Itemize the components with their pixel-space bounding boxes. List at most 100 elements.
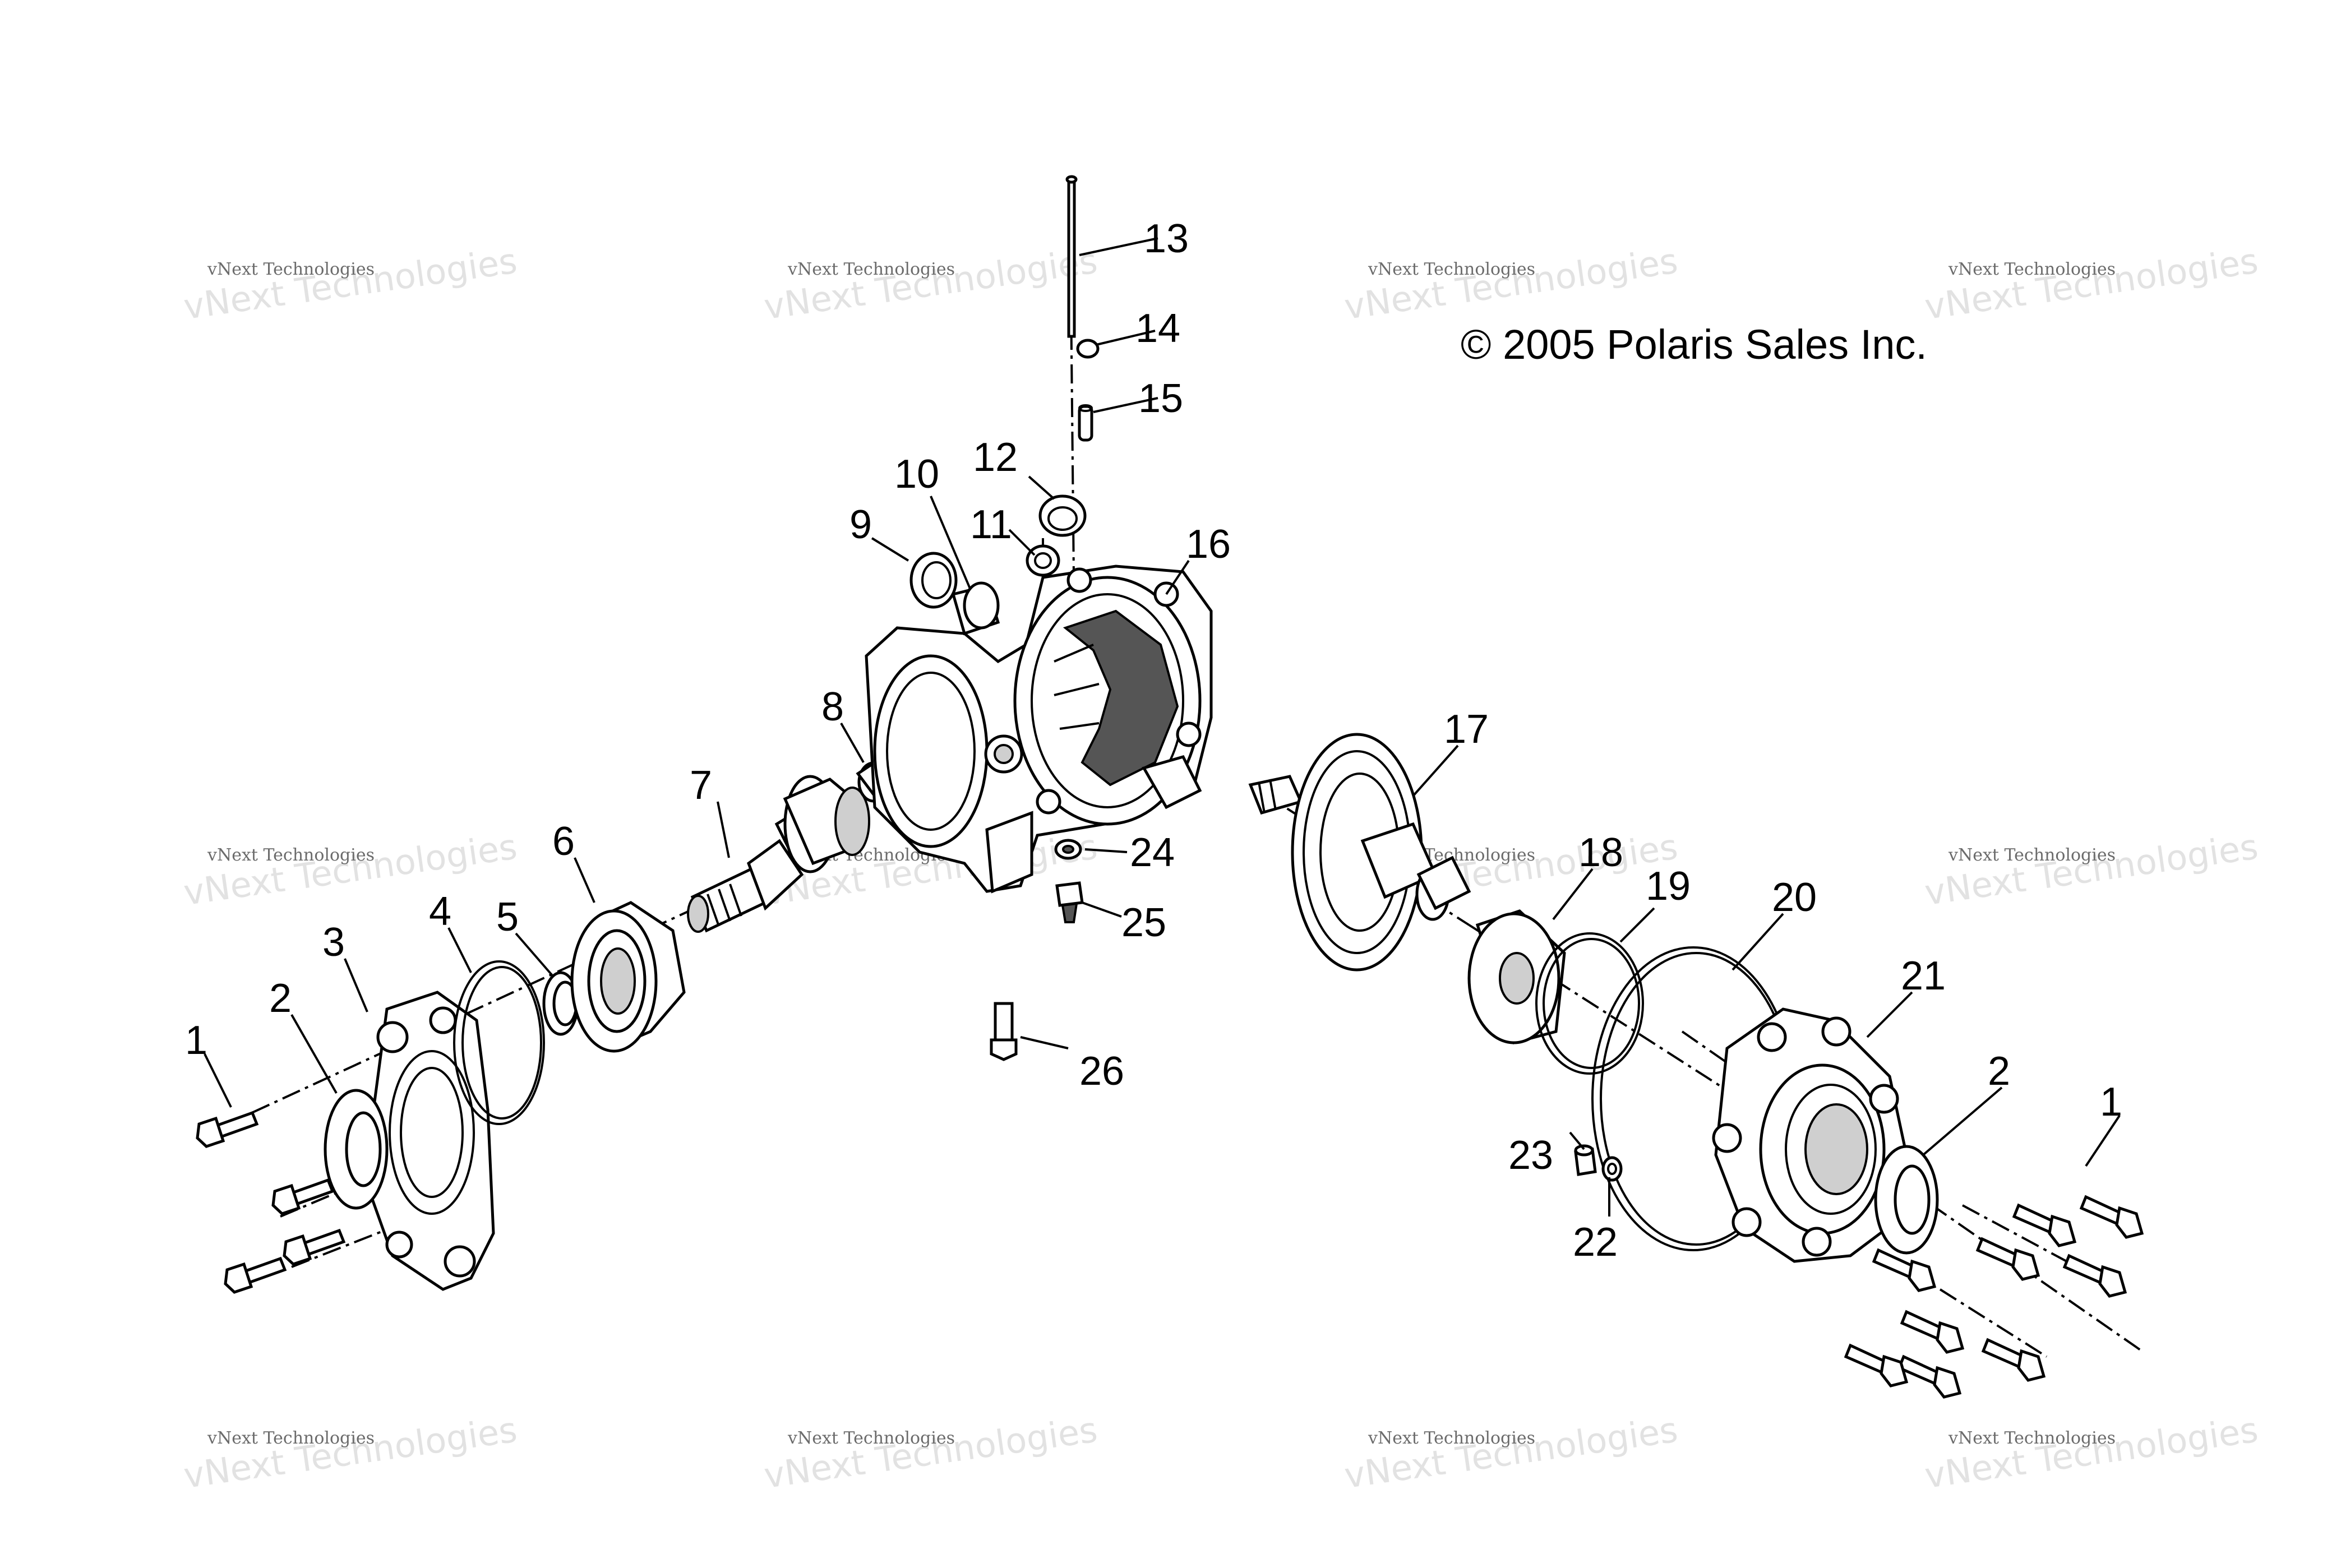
watermark-front: vNext Technologies: [207, 845, 375, 865]
watermark-bottom-1: vNext Technologies vNext Technologies: [181, 1409, 519, 1496]
copyright-text: © 2005 Polaris Sales Inc.: [1461, 321, 1927, 368]
watermark-front: vNext Technologies: [787, 1428, 955, 1448]
watermark-back: vNext Technologies: [181, 826, 519, 913]
watermark-back: vNext Technologies: [1922, 240, 2260, 327]
callout-23: 23: [1508, 1133, 1553, 1178]
watermark-bottom-4: vNext Technologies vNext Technologies: [1922, 1409, 2260, 1496]
watermark-back: vNext Technologies: [1922, 1409, 2260, 1496]
watermark-front: vNext Technologies: [207, 260, 375, 279]
watermark-top-4: vNext Technologies vNext Technologies: [1922, 240, 2260, 327]
watermark-front: vNext Technologies: [1948, 260, 2116, 279]
watermark-back: vNext Technologies: [1922, 826, 2260, 913]
callout-1-right: 1: [2100, 1080, 2122, 1125]
watermark-back: vNext Technologies: [761, 240, 1100, 327]
watermark-back: vNext Technologies: [181, 1409, 519, 1496]
callout-11: 11: [970, 502, 1012, 547]
right-bolts: [1844, 1195, 2144, 1399]
left-bolts: [196, 1111, 346, 1294]
housing-bushing: [951, 581, 1000, 636]
left-oil-seal: [324, 1089, 389, 1210]
right-bolt-d: [2062, 1254, 2127, 1298]
ring-gear-output-hub: [1248, 733, 1471, 972]
callout-22: 22: [1573, 1220, 1618, 1265]
callout-4: 4: [429, 889, 451, 934]
watermark-bottom-3: vNext Technologies vNext Technologies: [1342, 1409, 1680, 1496]
fill-plug: [1038, 494, 1087, 537]
check-plug: [1574, 1144, 1597, 1176]
right-o-ring-small: [1535, 932, 1644, 1075]
leader-lines: [204, 237, 2121, 1217]
watermark-front: vNext Technologies: [1368, 260, 1535, 279]
callout-9: 9: [849, 502, 872, 547]
drain-plug-washer: [1054, 839, 1082, 860]
callout-6: 6: [552, 819, 575, 864]
right-bolt-g: [1981, 1338, 2046, 1382]
callout-5: 5: [496, 895, 519, 940]
check-plug-washer: [1601, 1156, 1623, 1182]
pinion-seal: [909, 552, 958, 609]
watermark-mid-4: vNext Technologies vNext Technologies: [1922, 826, 2260, 913]
fill-plug-washer: [1026, 544, 1060, 577]
right-bolt-a: [2012, 1203, 2077, 1247]
right-bolt-h: [1897, 1354, 1962, 1399]
right-housing-cover: [1712, 1007, 1908, 1263]
watermark-top-3: vNext Technologies vNext Technologies: [1342, 240, 1680, 327]
right-bolt-b: [2079, 1195, 2144, 1239]
watermark-back: vNext Technologies: [761, 1409, 1100, 1496]
callout-1-left: 1: [185, 1018, 207, 1063]
callout-labels: 1 2 3 4 5 6 7 8 9 10 11 12 13 14 15 16 1…: [185, 216, 2122, 1265]
watermark-bottom-2: vNext Technologies vNext Technologies: [761, 1409, 1100, 1496]
watermark-back: vNext Technologies: [1342, 240, 1680, 327]
watermark-front: vNext Technologies: [1368, 1428, 1535, 1448]
pinion-shaft: [687, 775, 870, 933]
callout-2-left: 2: [269, 976, 292, 1021]
callout-14: 14: [1135, 306, 1180, 351]
left-housing-cover: [363, 991, 495, 1291]
right-bolt-f: [1900, 1310, 1965, 1354]
callout-2-right: 2: [1988, 1049, 2010, 1094]
right-bolt-i: [1844, 1343, 1909, 1387]
callout-13: 13: [1144, 216, 1189, 261]
left-bolt-a: [196, 1111, 259, 1148]
left-o-ring: [453, 960, 545, 1125]
hose-clamp: [1076, 339, 1100, 359]
watermark-front: vNext Technologies: [1948, 1428, 2116, 1448]
callout-8: 8: [821, 684, 844, 729]
right-oil-seal: [1874, 1145, 1939, 1255]
watermark-mid-1: vNext Technologies vNext Technologies: [181, 826, 519, 913]
callout-25: 25: [1121, 900, 1166, 945]
drain-plug: [1055, 881, 1084, 923]
callout-3: 3: [322, 920, 345, 965]
watermark-back: vNext Technologies: [1342, 1409, 1680, 1496]
watermark-back: vNext Technologies: [181, 240, 519, 327]
right-bolt-e: [1872, 1248, 1937, 1292]
callout-12: 12: [973, 435, 1018, 480]
callout-26: 26: [1079, 1049, 1124, 1094]
watermark-front: vNext Technologies: [787, 260, 955, 279]
watermark-top-1: vNext Technologies vNext Technologies: [181, 240, 519, 327]
vent-hose: [1065, 175, 1078, 338]
callout-21: 21: [1901, 954, 1946, 998]
callout-19: 19: [1646, 864, 1691, 909]
callout-7: 7: [690, 763, 712, 808]
gear-case-housing: [865, 565, 1213, 894]
watermark-front: vNext Technologies: [1948, 845, 2116, 865]
left-bolt-b: [271, 1178, 335, 1215]
callout-24: 24: [1130, 830, 1175, 875]
right-bolt-c: [1975, 1237, 2040, 1281]
callout-20: 20: [1772, 875, 1817, 920]
callout-15: 15: [1138, 376, 1183, 421]
callout-16: 16: [1186, 522, 1231, 567]
left-bearing: [570, 901, 686, 1053]
watermark-top-2: vNext Technologies vNext Technologies: [761, 240, 1100, 327]
vent-fitting: [1078, 404, 1093, 442]
left-bolt-c: [224, 1256, 287, 1294]
callout-18: 18: [1578, 830, 1623, 875]
left-bolt-d: [283, 1228, 346, 1266]
watermark-front: vNext Technologies: [207, 1428, 375, 1448]
mount-bolt: [990, 1002, 1018, 1061]
callout-17: 17: [1444, 707, 1489, 752]
right-bearing: [1467, 909, 1566, 1045]
callout-10: 10: [894, 452, 939, 497]
